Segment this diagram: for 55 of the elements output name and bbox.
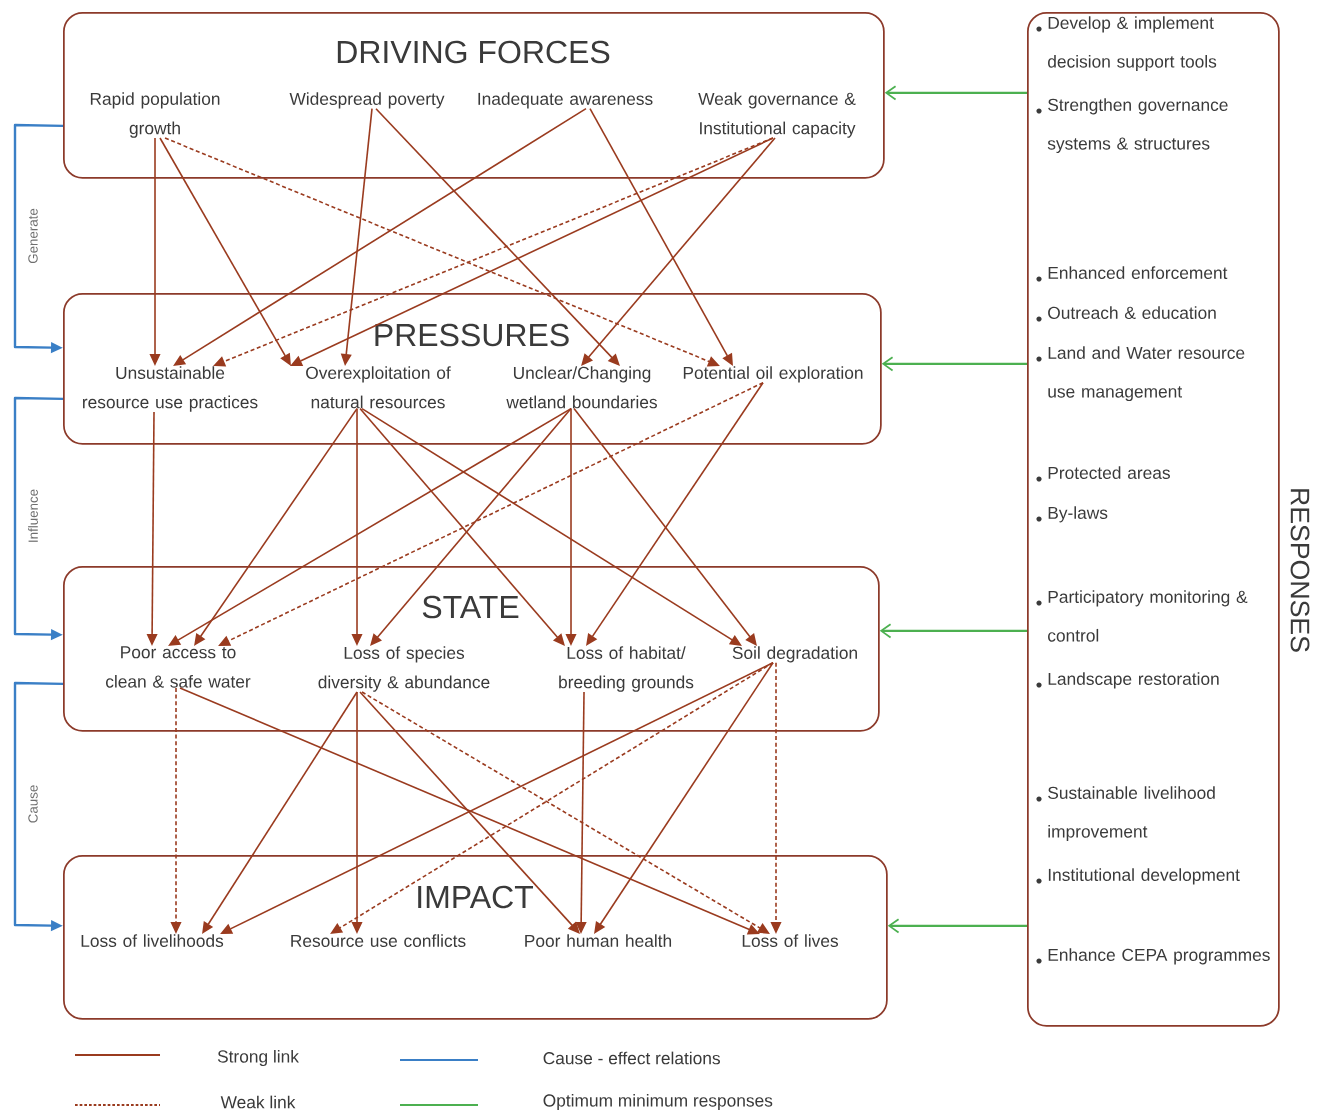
edge-label: Influence	[26, 487, 40, 545]
bullet-item: Enhance CEPA programmes	[1036, 948, 1270, 965]
arrow	[586, 381, 764, 646]
arrow	[887, 918, 1027, 934]
factor-label: Loss of lives	[742, 934, 838, 947]
arrow	[168, 407, 572, 646]
arrow	[589, 107, 733, 366]
arrow	[202, 691, 358, 934]
arrow	[881, 356, 1027, 372]
bullet-item: Develop & implement decision support tools	[1036, 16, 1217, 72]
factor-label: Widespread poverty	[289, 92, 445, 109]
factor-label: Unclear/Changing wetland boundaries	[506, 366, 657, 409]
bullet-item: Institutional development	[1036, 868, 1240, 885]
factor-label: Inadequate awareness	[478, 92, 653, 109]
arrow	[330, 661, 774, 934]
arrow	[594, 661, 774, 934]
arrow	[581, 137, 776, 366]
arrow	[361, 691, 770, 934]
factor-label: Resource use conflicts	[291, 934, 466, 947]
factor-label: Soil degradation	[732, 646, 857, 663]
bullet-item: Landscape restoration	[1036, 672, 1219, 689]
bullet-item: Outreach & education	[1036, 306, 1216, 322]
arrow	[361, 407, 742, 646]
edge-label: Cause	[26, 783, 40, 825]
arrow	[159, 137, 291, 366]
bullet-item: Enhanced enforcement	[1036, 266, 1228, 282]
factor-label: Loss of livelihoods	[81, 934, 224, 947]
factor-label: Potential oil exploration	[683, 366, 863, 383]
legend-label: Strong link	[217, 1049, 299, 1067]
factor-label: Loss of habitat/ breeding grounds	[559, 646, 694, 692]
bullet-item: Protected areas	[1036, 466, 1170, 482]
legend-label: Cause - effect relations	[543, 1051, 720, 1065]
factor-label: Loss of species diversity & abundance	[318, 646, 490, 692]
arrow	[359, 691, 580, 934]
legend-label: Weak link	[220, 1095, 296, 1109]
arrow	[573, 407, 757, 646]
factor-label: Overexploitation of natural resources	[306, 366, 451, 409]
edge-label: Generate	[26, 206, 40, 266]
bullet-item: Participatory monitoring & control	[1036, 590, 1248, 642]
factor-label: Rapid population growth	[90, 92, 220, 138]
responses-heading: RESPONSES	[1290, 489, 1310, 652]
factor-label: Poor human health	[525, 934, 672, 947]
arrow	[194, 407, 358, 646]
arrow	[375, 107, 620, 366]
legend-label: Optimum minimum responses	[543, 1093, 773, 1111]
factor-label: Unsustainable resource use practices	[83, 366, 258, 412]
factor-label: Weak governance & Institutional capacity	[698, 92, 856, 138]
bullet-item: Sustainable livelihood improvement	[1036, 786, 1215, 842]
arrow	[173, 107, 587, 366]
arrow	[884, 85, 1027, 101]
factor-label: Poor access to clean & safe water	[106, 646, 251, 688]
bullet-item: By-laws	[1036, 506, 1108, 523]
bullet-item: Strengthen governance systems & structures	[1036, 98, 1228, 154]
arrow	[879, 623, 1027, 639]
bullet-item: Land and Water resource use management	[1036, 346, 1245, 402]
